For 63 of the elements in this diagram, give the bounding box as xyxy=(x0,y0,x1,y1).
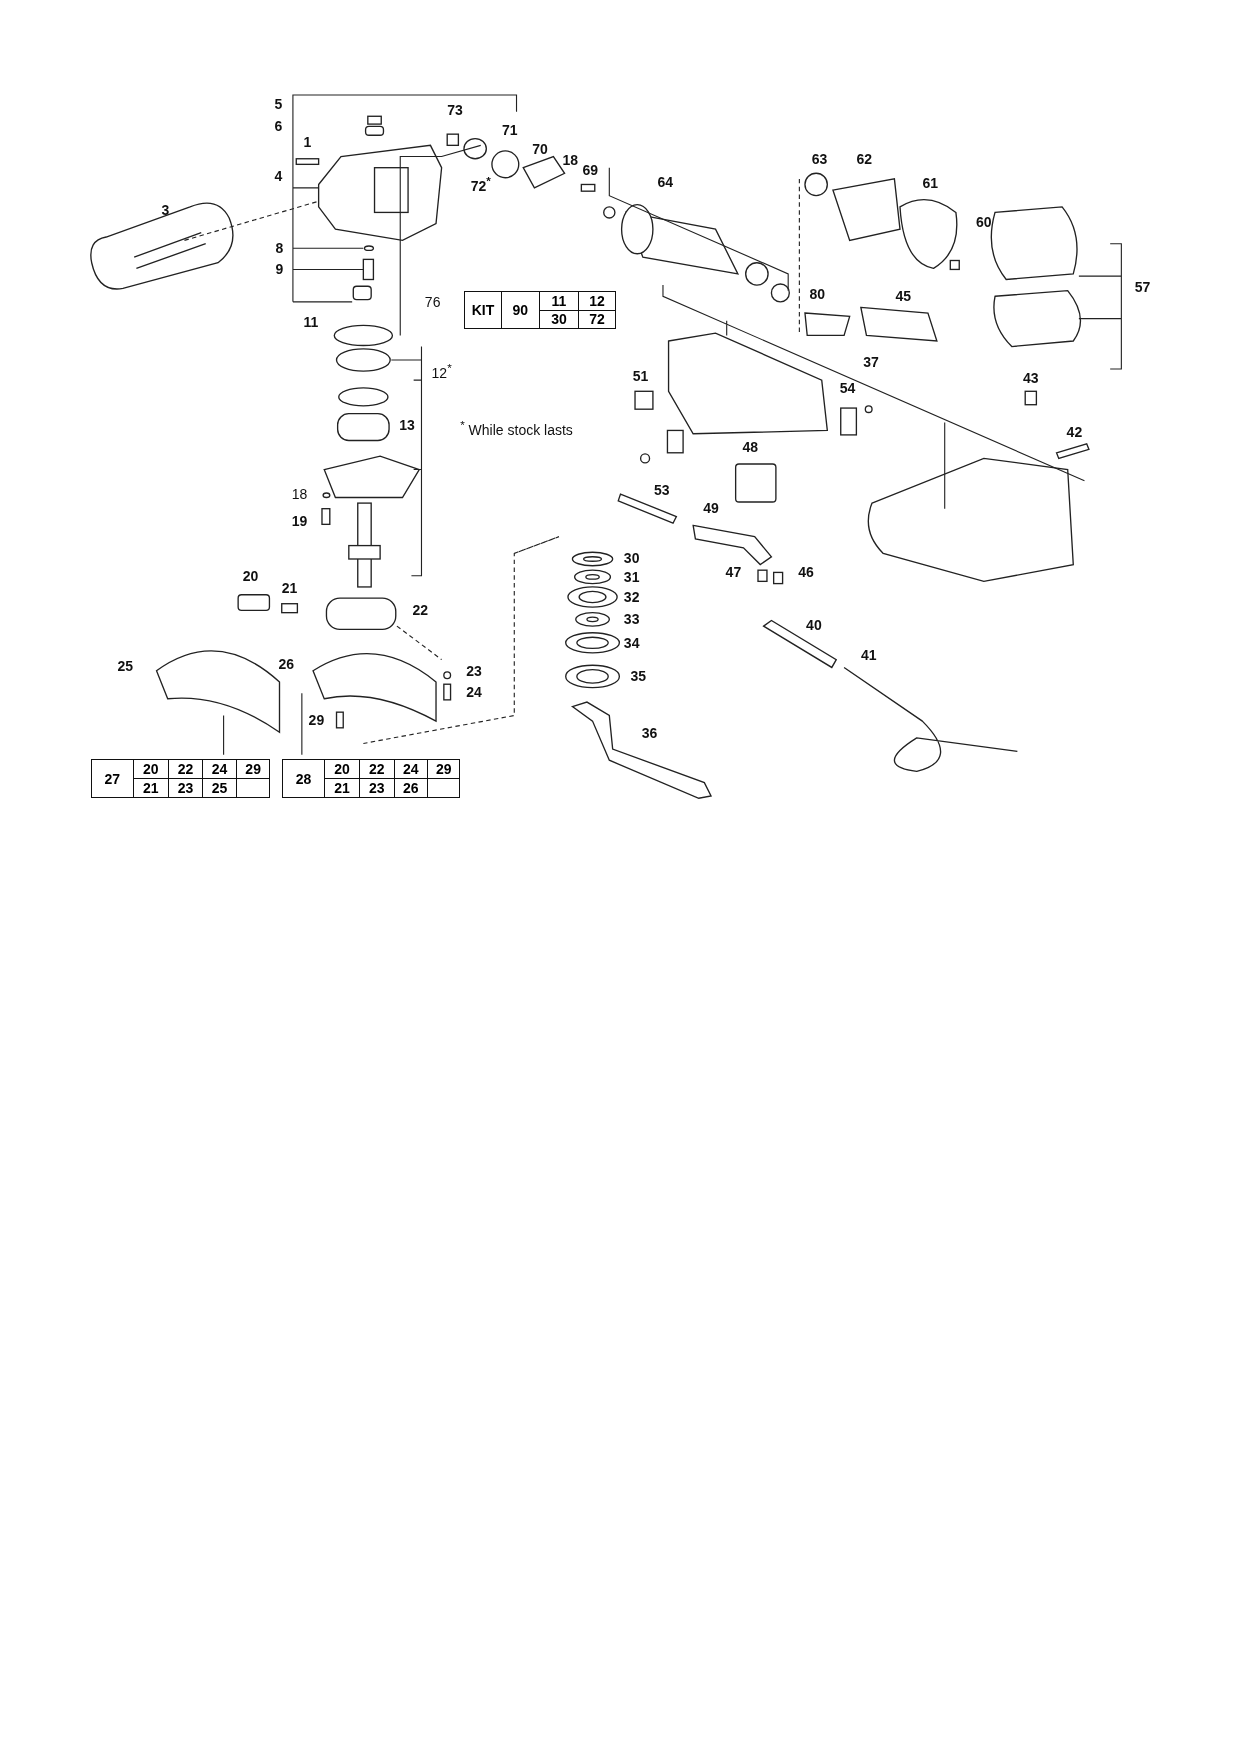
callout-number: 13 xyxy=(399,417,415,432)
callout-number: 41 xyxy=(860,648,877,663)
callout-number: 69 xyxy=(582,162,599,177)
callout-number: 64 xyxy=(657,175,673,190)
callout-number: 45 xyxy=(895,289,912,304)
callout-number: 9 xyxy=(275,262,284,277)
callout-number: 18 xyxy=(562,152,578,167)
callout-number: 26 xyxy=(278,657,294,672)
callout-number: 46 xyxy=(798,565,814,580)
callout-number: 20 xyxy=(242,568,259,583)
callout-number: 33 xyxy=(623,612,640,627)
callout-number: 21 xyxy=(281,581,298,596)
callout-number: 8 xyxy=(275,241,284,256)
callout-number: 1 xyxy=(303,135,312,149)
callout-number: 35 xyxy=(630,669,647,684)
callout-number: 32 xyxy=(623,590,640,604)
callout-number: 19 xyxy=(291,514,308,528)
table-cell: 27 xyxy=(90,759,134,799)
callout-number: 30 xyxy=(623,550,640,565)
callout-number: 70 xyxy=(532,141,548,156)
callout-number: 31 xyxy=(623,569,640,584)
table-cell: 72 xyxy=(578,309,616,329)
callout-number: 6 xyxy=(274,119,283,134)
callout-number: 40 xyxy=(806,617,822,632)
callout-number: 73 xyxy=(447,102,463,117)
callout-number: 42 xyxy=(1066,424,1083,439)
callout-number: 71 xyxy=(502,122,518,137)
callout-number: 54 xyxy=(839,380,856,395)
table-cell: KIT xyxy=(463,290,502,329)
callout-number: 12$^{*}$ xyxy=(431,362,452,380)
callout-number: 60 xyxy=(976,215,992,230)
callout-number: 36 xyxy=(641,726,658,741)
table-cell: 28 xyxy=(281,759,326,799)
callout-number: 18 xyxy=(291,487,308,502)
callout-number: 4 xyxy=(274,168,283,183)
footnote: $^{*}$ While stock lasts xyxy=(460,419,573,437)
callout-number: 51 xyxy=(632,368,649,383)
callout-number: 43 xyxy=(1023,370,1039,385)
callout-number: 49 xyxy=(703,500,719,515)
callout-number: 23 xyxy=(466,663,482,678)
table-cell: 90 xyxy=(500,290,540,329)
callout-number: 3 xyxy=(161,203,170,218)
callout-number: 22 xyxy=(412,603,429,618)
callout-number: 37 xyxy=(863,355,879,370)
callout-number: 34 xyxy=(623,635,640,650)
callout-number: 53 xyxy=(654,482,670,497)
callout-number: 48 xyxy=(742,440,758,455)
callout-number: 11 xyxy=(303,314,319,329)
callout-number: 72$^{*}$ xyxy=(470,175,491,194)
callout-number: 63 xyxy=(811,151,828,166)
callout-number: 5 xyxy=(274,96,283,111)
table-cell: 29 xyxy=(235,759,271,780)
callout-number: 29 xyxy=(308,713,325,727)
callout-number: 47 xyxy=(725,565,742,580)
callout-number: 57 xyxy=(1134,280,1151,295)
callout-number: 80 xyxy=(809,287,826,302)
table-cell: 12 xyxy=(578,290,616,311)
callout-number: 25 xyxy=(117,659,133,674)
callout-number: 61 xyxy=(922,176,938,191)
table-cell: 29 xyxy=(427,759,461,780)
callout-number: 62 xyxy=(856,151,872,166)
callout-number: 24 xyxy=(466,685,482,700)
callout-number: 76 xyxy=(424,294,441,309)
